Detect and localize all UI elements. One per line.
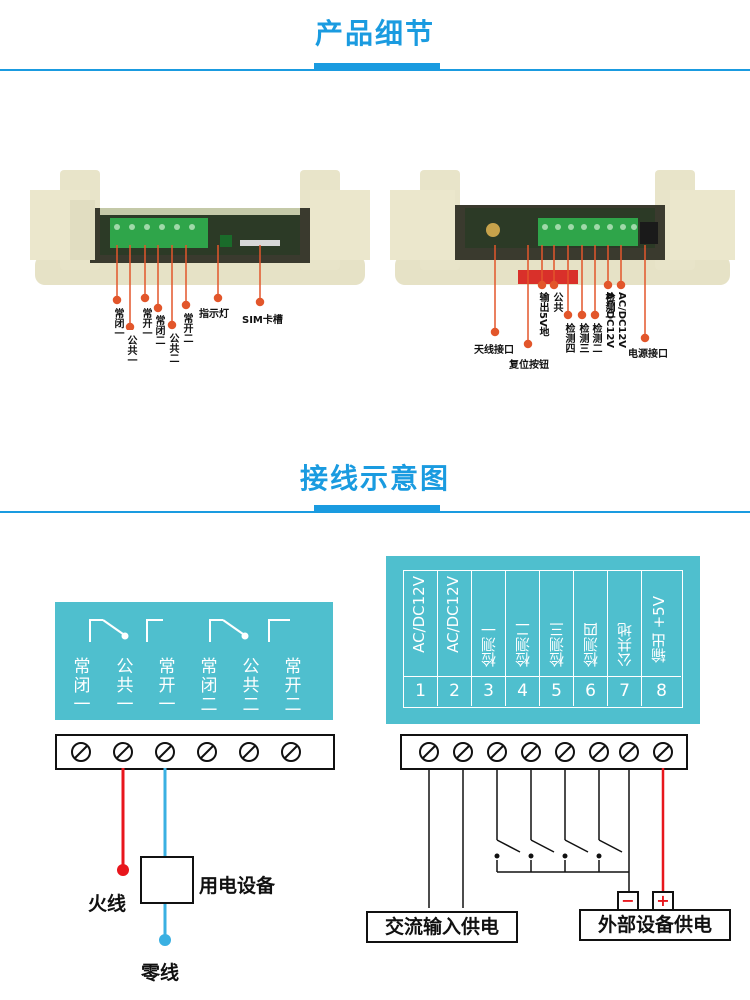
terminal-num-5: 5 (551, 681, 562, 701)
input-wiring (428, 768, 665, 908)
label-det4: 检测四 (563, 323, 574, 353)
terminal-label-4: 检测二 (514, 622, 532, 667)
label-com2: 公共二 (167, 333, 178, 363)
label-com1: 公共一 (125, 335, 136, 365)
input-grid-hline (403, 676, 681, 677)
divider (0, 511, 750, 513)
callouts-right (490, 245, 650, 349)
label-ac2: AC/DC12V (616, 292, 627, 349)
label-det3: 检测三 (577, 323, 588, 353)
device-label: 用电设备 (199, 875, 276, 897)
terminal-num-1: 1 (415, 681, 426, 701)
terminal-label-5: 检测三 (548, 622, 566, 667)
device-photo-right (390, 170, 735, 285)
label-sim: SIM卡槽 (242, 315, 283, 326)
input-terminal-block (400, 734, 688, 770)
section-title-wiring: 接线示意图 (299, 462, 450, 495)
relay-wiring (117, 768, 171, 946)
grid-cell (607, 570, 642, 706)
label-out5v: 输出5V地 (537, 292, 548, 337)
live-wire-label: 火线 (88, 893, 127, 915)
grid-cell (573, 570, 608, 706)
grid-cell (403, 570, 438, 706)
label-det2: 检测二 (590, 323, 601, 353)
terminal-num-3: 3 (483, 681, 494, 701)
panel-label-nc2: 常闭二 (200, 657, 218, 715)
relay-terminal-block (55, 734, 335, 770)
grid-cell (471, 570, 506, 706)
panel-label-com1: 公共一 (116, 657, 134, 715)
label-no1: 常开一 (140, 308, 151, 338)
relay-switch-symbols (89, 619, 290, 642)
neutral-wire-label: 零线 (141, 962, 180, 984)
panel-label-no1: 常开一 (158, 657, 176, 715)
section-title-detail: 产品细节 (314, 17, 435, 50)
terminal-label-6: 检测四 (582, 622, 600, 667)
divider-accent (314, 63, 440, 70)
ac-supply-label: 交流输入供电 (366, 911, 518, 943)
grid-cell (539, 570, 574, 706)
label-common: 公共 (551, 292, 562, 312)
label-power: 电源接口 (628, 349, 668, 360)
grid-cell (437, 570, 472, 706)
panel-label-nc1: 常闭一 (73, 657, 91, 715)
label-nc1: 常闭一 (112, 308, 123, 338)
panel-label-com2: 公共二 (242, 657, 260, 715)
label-ac1: AC/DC12V (604, 292, 615, 349)
grid-cell (505, 570, 540, 706)
device-photo-left (30, 170, 370, 285)
terminal-label-8: 输出 +5V (650, 596, 668, 664)
terminal-label-1: AC/DC12V (410, 576, 428, 653)
device-box (140, 856, 194, 904)
panel-label-no2: 常开二 (284, 657, 302, 715)
terminal-num-7: 7 (619, 681, 630, 701)
label-reset: 复位按钮 (509, 360, 549, 371)
terminal-num-6: 6 (585, 681, 596, 701)
terminal-num-8: 8 (656, 681, 667, 701)
terminal-label-7: 公共地 (616, 622, 634, 667)
callouts-left (112, 245, 265, 330)
label-no2: 常开二 (181, 313, 192, 343)
terminal-num-4: 4 (517, 681, 528, 701)
terminal-label-3: 检测一 (480, 622, 498, 667)
terminal-label-2: AC/DC12V (444, 576, 462, 653)
input-grid (403, 570, 683, 708)
divider-accent (314, 505, 440, 512)
relay-panel (55, 602, 333, 720)
ext-supply-label: 外部设备供电 (579, 909, 731, 941)
label-det1: 检测一 (603, 292, 614, 322)
terminal-num-2: 2 (449, 681, 460, 701)
label-indicator: 指示灯 (199, 309, 229, 320)
divider (0, 69, 750, 71)
label-nc2: 常闭二 (153, 315, 164, 345)
input-panel (386, 556, 700, 724)
label-antenna: 天线接口 (474, 345, 514, 356)
